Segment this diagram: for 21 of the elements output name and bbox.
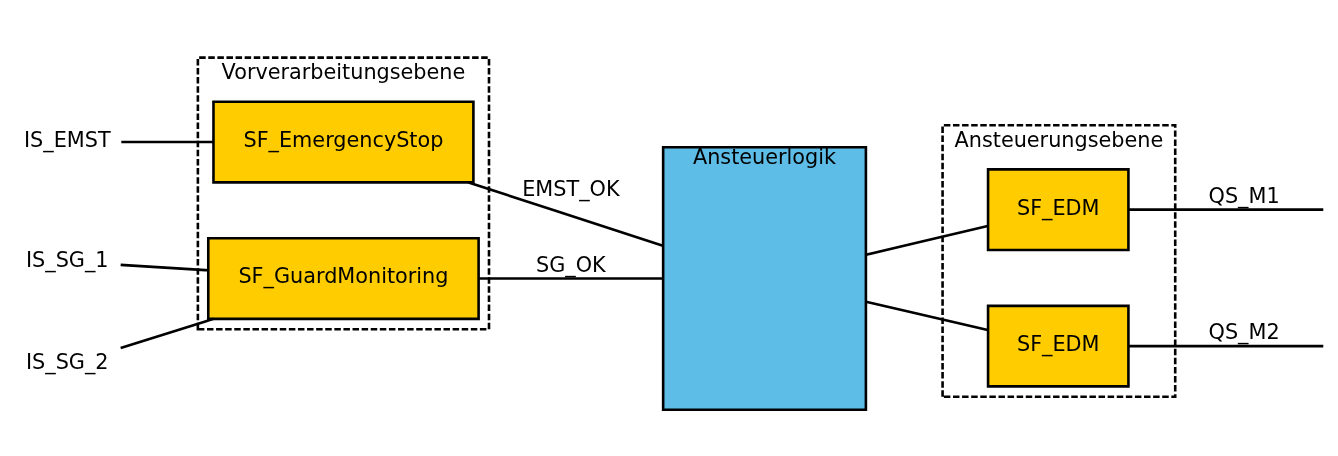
node-text: IS_SG_1 <box>25 247 109 272</box>
connector <box>1128 207 1324 211</box>
node-box: SF_EDM <box>986 167 1130 251</box>
node-box: SF_EmergencyStop <box>212 100 475 184</box>
connector <box>120 317 214 349</box>
edge-label: EMST_OK <box>522 176 620 201</box>
connector <box>121 140 213 143</box>
node-text: IS_SG_2 <box>25 349 109 374</box>
edge-label: QS_M2 <box>1208 319 1280 344</box>
connector <box>1128 344 1324 347</box>
node-box: Ansteuerlogik <box>661 145 868 411</box>
connector <box>468 180 664 247</box>
edge-label: QS_M1 <box>1208 183 1280 208</box>
connector <box>120 263 208 272</box>
node-box: SF_EDM <box>986 304 1130 388</box>
node-text: IS_EMST <box>23 127 111 152</box>
connector <box>478 276 663 280</box>
edge-label: SG_OK <box>536 252 606 277</box>
connector <box>865 224 989 256</box>
node-box: SF_GuardMonitoring <box>206 236 480 320</box>
connector <box>865 300 989 331</box>
